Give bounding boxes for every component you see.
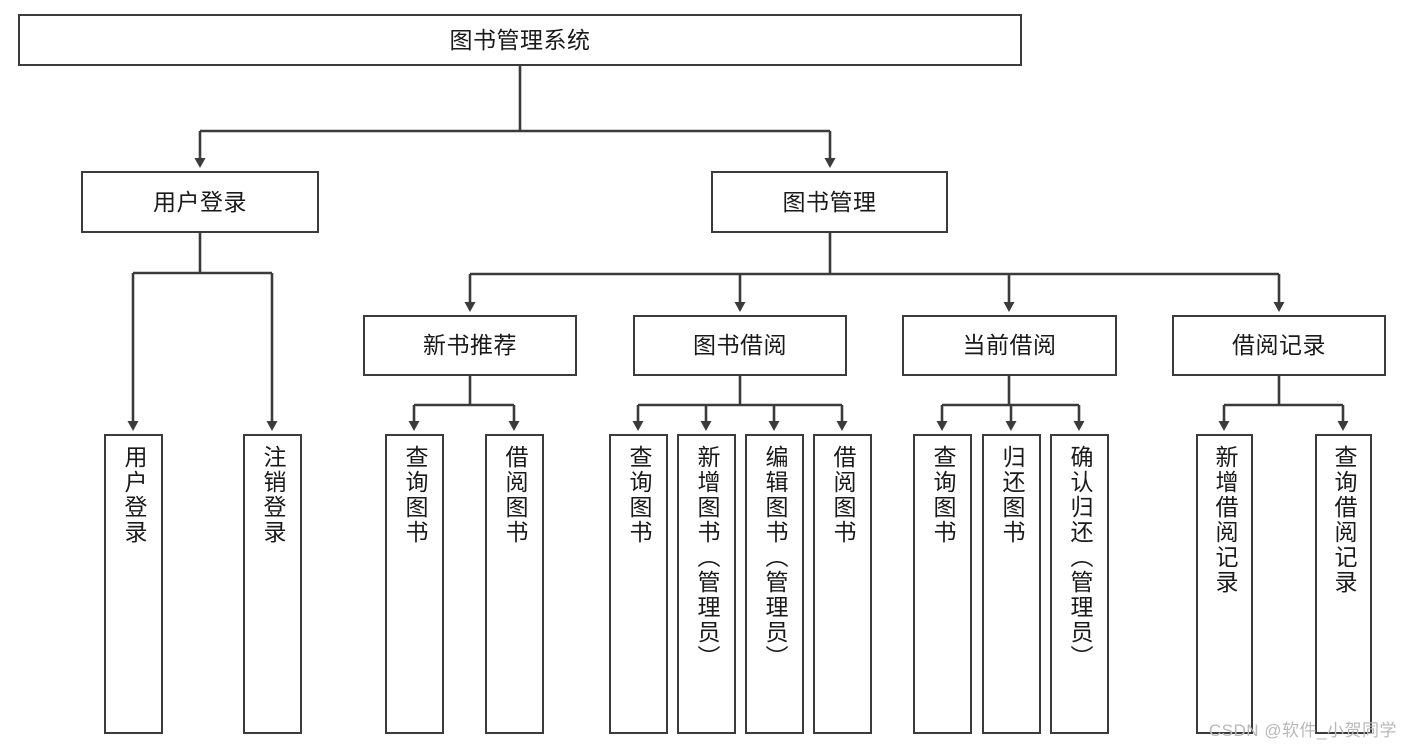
node-leaf-query-book-2[interactable]: 查询图书 [609,434,668,734]
node-user-login[interactable]: 用户登录 [81,171,319,233]
node-leaf-edit-book[interactable]: 编辑图书（管理员） [745,434,804,734]
node-leaf-logout-label: 注销登录 [260,445,286,545]
node-leaf-query-book-3[interactable]: 查询图书 [913,434,972,734]
node-leaf-query-record[interactable]: 查询借阅记录 [1315,434,1372,734]
node-leaf-confirm-return[interactable]: 确认归还（管理员） [1050,434,1109,734]
node-leaf-query-book-2-label: 查询图书 [626,445,652,545]
node-leaf-query-record-label: 查询借阅记录 [1331,445,1357,595]
node-root-label: 图书管理系统 [449,26,591,53]
node-current-borrow-label: 当前借阅 [962,332,1057,359]
node-user-login-label: 用户登录 [153,188,247,215]
node-leaf-query-book-1[interactable]: 查询图书 [385,434,444,734]
node-borrow-record[interactable]: 借阅记录 [1172,315,1386,376]
node-leaf-query-book-3-label: 查询图书 [930,445,956,545]
node-leaf-confirm-return-label: 确认归还（管理员） [1067,445,1093,670]
node-leaf-return-book[interactable]: 归还图书 [982,434,1041,734]
node-leaf-borrow-book-1-label: 借阅图书 [502,445,528,545]
node-new-book-rec[interactable]: 新书推荐 [363,315,577,376]
node-leaf-add-book[interactable]: 新增图书（管理员） [677,434,736,734]
node-leaf-add-record-label: 新增借阅记录 [1212,445,1238,595]
node-leaf-logout[interactable]: 注销登录 [243,434,302,734]
node-leaf-return-book-label: 归还图书 [999,445,1025,545]
node-book-borrow-label: 图书借阅 [693,332,787,359]
node-leaf-borrow-book-2[interactable]: 借阅图书 [813,434,872,734]
node-leaf-borrow-book-2-label: 借阅图书 [830,445,856,545]
node-leaf-edit-book-label: 编辑图书（管理员） [762,445,788,670]
node-new-book-rec-label: 新书推荐 [423,332,517,359]
node-current-borrow[interactable]: 当前借阅 [902,315,1117,376]
node-leaf-add-record[interactable]: 新增借阅记录 [1196,434,1253,734]
node-leaf-user-login[interactable]: 用户登录 [104,434,163,734]
node-borrow-record-label: 借阅记录 [1232,332,1326,359]
node-leaf-user-login-label: 用户登录 [121,445,147,545]
node-leaf-query-book-1-label: 查询图书 [402,445,428,545]
node-book-borrow[interactable]: 图书借阅 [633,315,847,376]
node-leaf-borrow-book-1[interactable]: 借阅图书 [485,434,544,734]
node-book-manage[interactable]: 图书管理 [711,171,948,233]
node-root[interactable]: 图书管理系统 [18,14,1022,66]
node-book-manage-label: 图书管理 [782,188,877,215]
node-leaf-add-book-label: 新增图书（管理员） [694,445,720,670]
watermark: CSDN @软件_小贺同学 [1208,721,1397,740]
